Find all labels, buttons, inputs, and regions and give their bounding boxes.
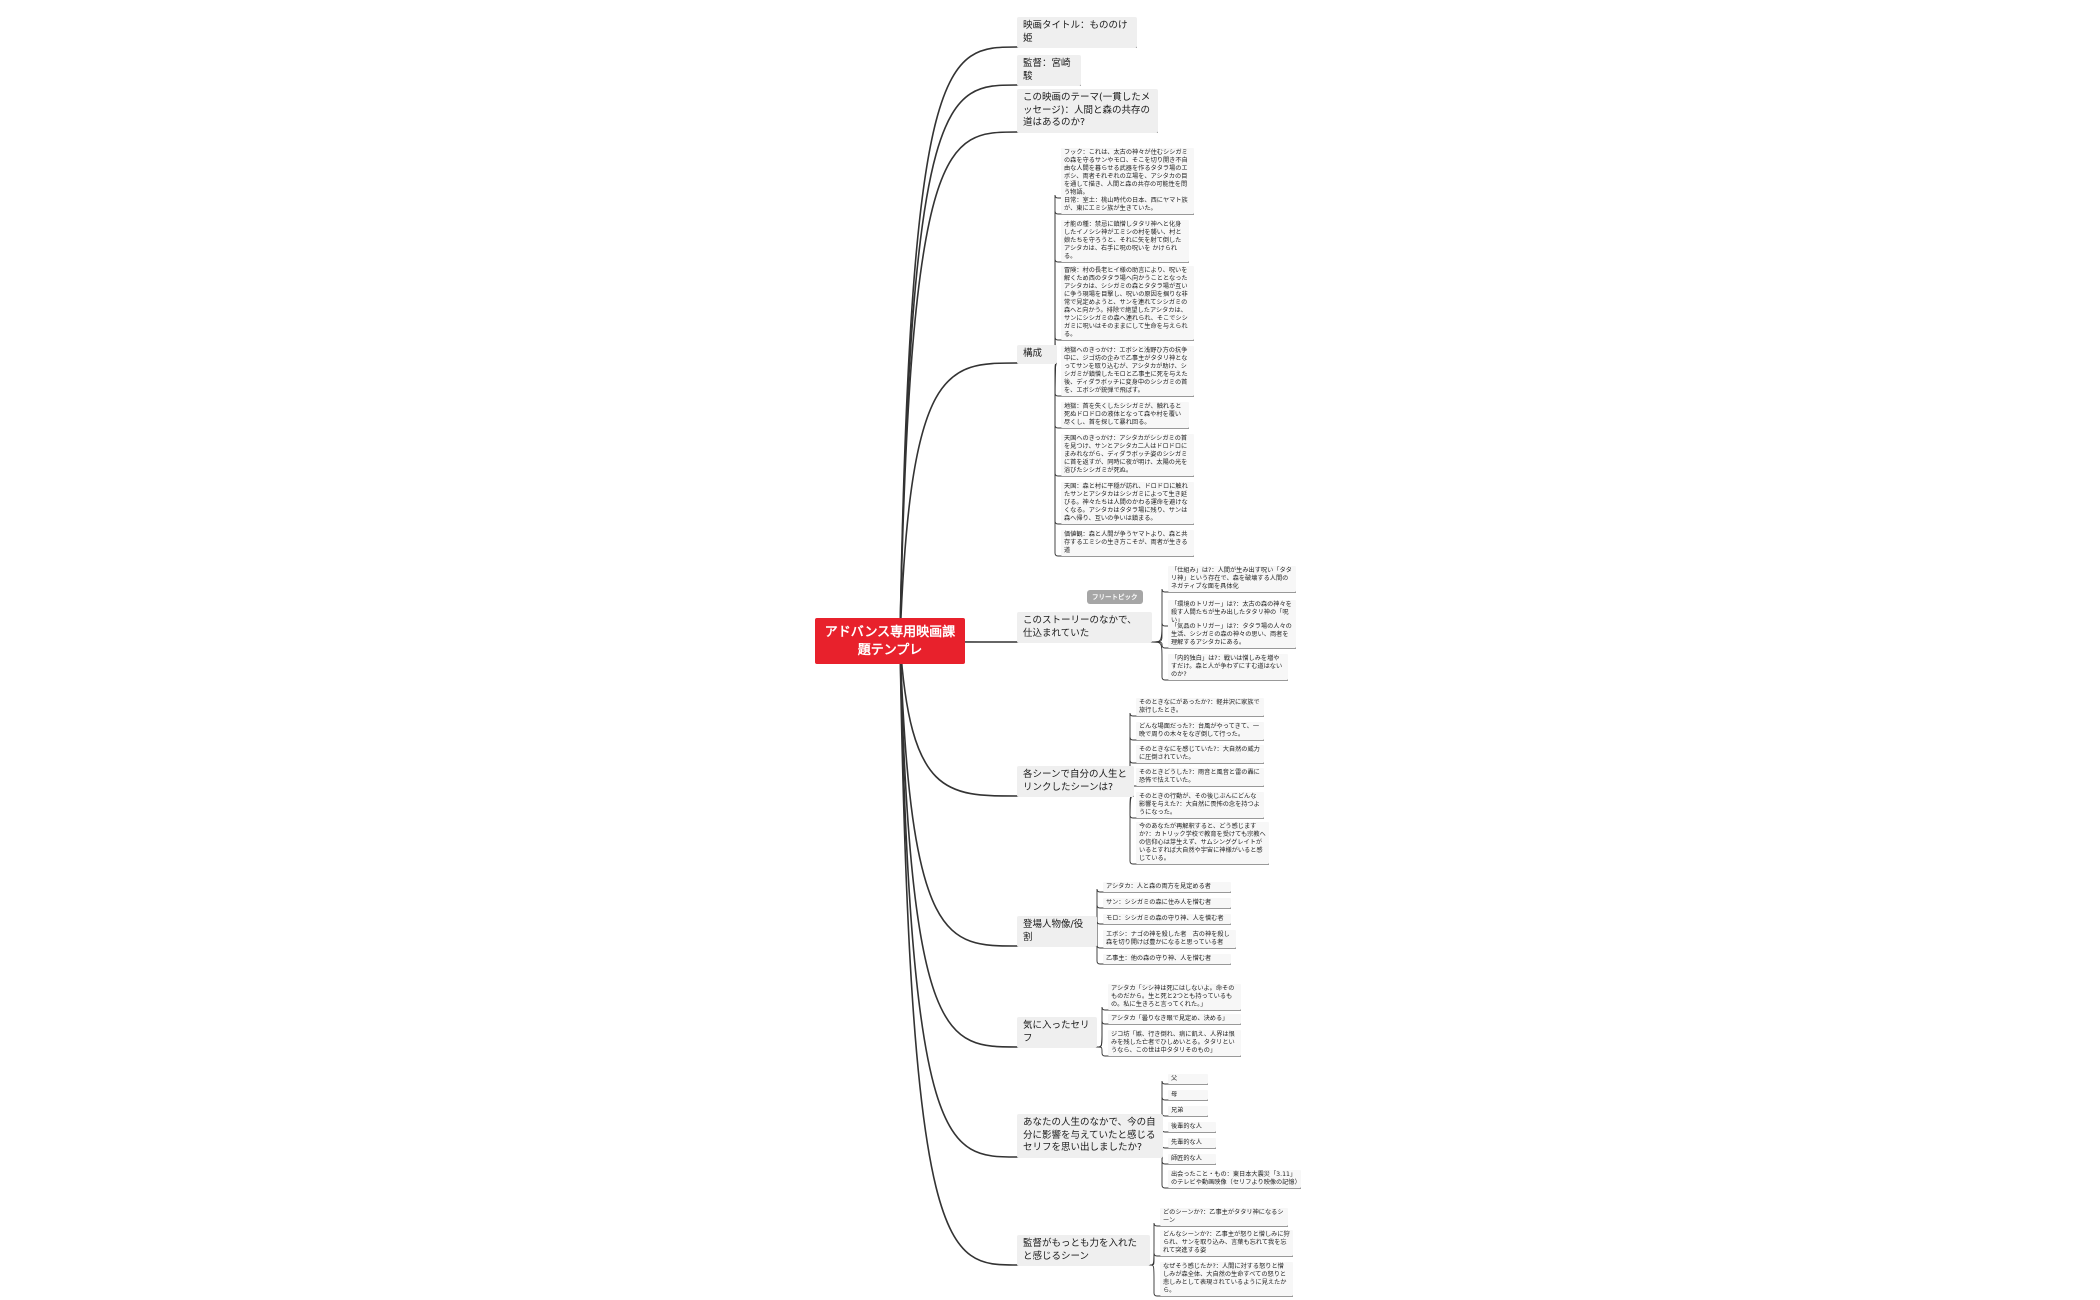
structure-item[interactable]: 価値観：森と人間が争うヤマトより、森と共存するエミシの生き方こそが、両者が生きる…	[1061, 530, 1194, 556]
influence-item[interactable]: 父	[1168, 1074, 1208, 1084]
structure-item[interactable]: 冒険：村の長老ヒイ様の助言により、呪いを解くため西のタタラ場へ向かうこととなった…	[1061, 266, 1194, 340]
sub-connector	[1096, 946, 1231, 965]
sub-connector	[1149, 1252, 1293, 1266]
structure-item[interactable]: 天国：森と村に平穏が訪れ、ドロドロに触れたサンとアシタカはシシガミによって生き延…	[1061, 482, 1194, 524]
scene-item[interactable]: そのときの行動が、その後じぶんにどんな影響を与えた?：大自然に畏怖の念を持つよう…	[1136, 792, 1264, 818]
character-item[interactable]: 乙事主：他の森の守り神、人を憎む者	[1103, 954, 1231, 964]
sub-connector	[1161, 1156, 1301, 1189]
character-item[interactable]: モロ：シシガミの森の守り神、人を憎む者	[1103, 914, 1231, 924]
quote-item[interactable]: アシタカ「曇りなき眼で見定め、決める」	[1108, 1014, 1241, 1024]
branch-director-scene[interactable]: 監督がもっとも力を入れたと感じるシーン	[1017, 1235, 1150, 1266]
character-item[interactable]: サン：シシガミの森に住み人を憎む者	[1103, 898, 1231, 908]
structure-item[interactable]: フック：これは、太古の神々が住むシシガミの森を守るサンやモロ、そこを切り開き不自…	[1061, 148, 1194, 198]
sub-connector	[1151, 622, 1296, 643]
branch-structure[interactable]: 構成	[1017, 345, 1057, 364]
sub-connector	[1149, 1264, 1293, 1297]
scene-item[interactable]: そのときどうした?：雨音と風音と雷の轟に恐怖で怯えていた。	[1136, 768, 1264, 786]
structure-item[interactable]: 日常：室土：桃山時代の日本、西にヤマト族が、東にエミシ族が生きていた。	[1061, 196, 1194, 214]
quote-item[interactable]: ジコ坊「嫉、行き倒れ、病に飢え、人界は恨みを残した亡者でひしめいとる。タタリとい…	[1108, 1030, 1241, 1056]
sub-connector	[1129, 795, 1269, 865]
sub-connector	[1151, 641, 1288, 681]
branch-connector	[899, 131, 1158, 642]
influence-item[interactable]: 後輩的な人	[1168, 1122, 1216, 1132]
influence-item[interactable]: 出会ったこと・もの：東日本大震災「3.11」のテレビや動画映像（セリフより映像の…	[1168, 1170, 1301, 1188]
branch-theme[interactable]: この映画のテーマ(一貫したメッセージ)：人間と森の共存の道はあるのか?	[1017, 89, 1158, 133]
branch-connector	[899, 640, 1150, 1266]
structure-item[interactable]: 天国へのきっかけ：アシタカがシシガミの首を見つけ、サンとアシタカ二人はドロドロに…	[1061, 434, 1194, 476]
character-item[interactable]: アシタカ：人と森の両方を見定める者	[1103, 882, 1231, 892]
branch-connector	[899, 362, 1057, 642]
setup-item[interactable]: 「気品のトリガー」は?：タタラ場の人々の生活、シシガミの森の神々の思い、両者を理…	[1168, 622, 1296, 648]
scene-item[interactable]: そのときなにを感じていた?：大自然の威力に圧倒されていた。	[1136, 745, 1264, 763]
free-topic-tag: フリートピック	[1087, 590, 1143, 604]
sub-connector	[1096, 1046, 1241, 1057]
branch-connector	[899, 640, 1097, 947]
influence-item[interactable]: 母	[1168, 1090, 1208, 1100]
sub-connector	[1149, 1222, 1288, 1266]
quote-item[interactable]: アシタカ「シシ神は死にはしないよ。命そのものだから。生と死と2つとも持っているも…	[1108, 984, 1241, 1010]
branch-influence[interactable]: あなたの人生のなかで、今の自分に影響を与えていたと感じるセリフを思い出しましたか…	[1017, 1114, 1163, 1158]
influence-item[interactable]: 兄弟	[1168, 1106, 1208, 1116]
root-node[interactable]: アドバンス専用映画課題テンプレ	[815, 618, 965, 664]
influence-item[interactable]: 師匠的な人	[1168, 1154, 1216, 1164]
branch-quotes[interactable]: 気に入ったセリフ	[1017, 1017, 1097, 1048]
influence-item[interactable]: 先輩的な人	[1168, 1138, 1216, 1148]
setup-item[interactable]: 「環境のトリガー」は?：太古の森の神々を殺す人間たちが生み出したタタリ神の「呪い…	[1168, 600, 1296, 626]
branch-connector	[899, 640, 1134, 797]
branch-scenes[interactable]: 各シーンで自分の人生とリンクしたシーンは?	[1017, 766, 1134, 797]
branch-connector	[899, 640, 1097, 1048]
structure-item[interactable]: 地獄：首を失くしたシシガミが、触れると死ぬドロドロの液体となって森や村を覆い尽く…	[1061, 402, 1189, 428]
branch-connector	[899, 84, 1081, 642]
character-item[interactable]: エボシ：ナゴの神を殺した者 古の神を殺し森を切り開けば豊かになると思っている者	[1103, 930, 1236, 948]
sub-connector	[1161, 1112, 1208, 1158]
sub-connector	[1054, 362, 1194, 557]
director-scene-item[interactable]: どんなシーンか?：乙事主が怒りと憎しみに狩られ、サンを取り込み、言葉も忘れて我を…	[1160, 1230, 1293, 1256]
branch-characters[interactable]: 登場人物像/役割	[1017, 916, 1097, 947]
branch-setup[interactable]: このストーリーのなかで、仕込まれていた	[1017, 612, 1152, 643]
structure-item[interactable]: 才能の種：禁忌に鎮憎しタタリ神へと化身したイノシシ神がエミシの村を襲い、村と娘た…	[1061, 220, 1189, 262]
branch-connector	[899, 640, 1163, 1158]
setup-item[interactable]: 「仕組み」は?：人間が生み出す呪い「タタリ神」という存在で、森を破壊する人間のネ…	[1168, 566, 1296, 592]
director-scene-item[interactable]: どのシーンか?：乙事主がタタリ神になるシーン	[1160, 1208, 1288, 1226]
scene-item[interactable]: どんな場面だった?：台風がやってきて、一晩で周りの木々をなぎ倒して行った。	[1136, 722, 1264, 740]
sub-connector	[1096, 1020, 1241, 1048]
branch-title[interactable]: 映画タイトル：もののけ姫	[1017, 17, 1137, 48]
sub-connector	[1151, 588, 1296, 643]
scene-item[interactable]: そのときなにがあったか?：軽井沢に家族で旅行したとき。	[1136, 698, 1264, 716]
setup-item[interactable]: 「内的独白」は?：戦いは憎しみを増やすだけ。森と人が争わずにすむ道はないのか?	[1168, 654, 1288, 680]
structure-item[interactable]: 地獄へのきっかけ：エボシと浅野ひ方の抗争中に、ジゴ坊の企みで乙事主がタタリ神とな…	[1061, 346, 1194, 396]
branch-director[interactable]: 監督：宮崎駿	[1017, 55, 1081, 86]
scene-item[interactable]: 今のあなたが再解釈すると、どう感じますか?：カトリック学校で教育を受けても宗教へ…	[1136, 822, 1269, 864]
director-scene-item[interactable]: なぜそう感じたか?：人間に対する怒りと憎しみが森全体、大自然の生命すべての怒りと…	[1160, 1262, 1293, 1296]
